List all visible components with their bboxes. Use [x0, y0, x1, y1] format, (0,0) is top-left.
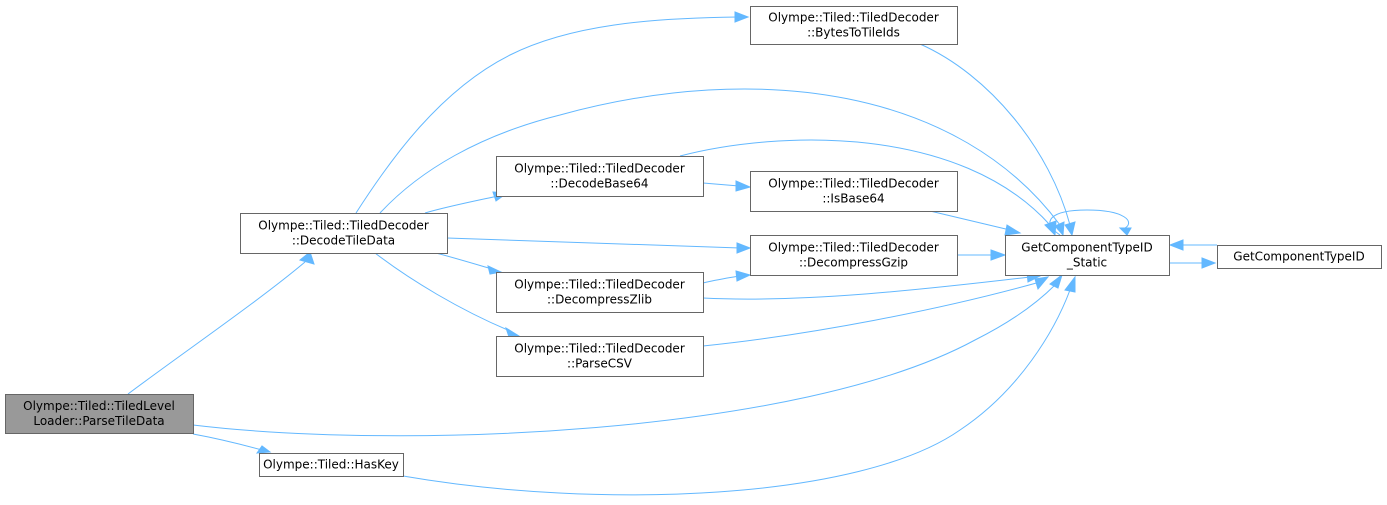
edge-line: [929, 210, 1011, 231]
edge-line: [679, 139, 1051, 226]
arrowhead-icon: [1064, 275, 1076, 293]
node-gc[interactable]: GetComponentTypeID: [1217, 245, 1382, 269]
edge-decodeTile-to-b64: [424, 191, 509, 214]
edge-line: [702, 275, 740, 284]
node-label: ::DecodeTileData: [292, 234, 395, 248]
node-box[interactable]: [240, 213, 448, 254]
arrowhead-icon: [255, 445, 272, 454]
arrowhead-icon: [1201, 257, 1217, 269]
node-parse[interactable]: Olympe::Tiled::TiledLevelLoader::ParseTi…: [5, 394, 194, 434]
node-label: Olympe::Tiled::TiledDecoder: [768, 11, 939, 25]
node-label: GetComponentTypeID: [1021, 241, 1152, 255]
node-decodeTile[interactable]: Olympe::Tiled::TiledDecoder::DecodeTileD…: [240, 213, 448, 254]
edge-line: [446, 237, 741, 249]
node-label: Olympe::Tiled::TiledLevel: [23, 399, 175, 413]
edge-line: [435, 252, 493, 270]
edge-parse-to-gcs: [192, 273, 1063, 437]
edge-b64-to-isb64: [702, 180, 752, 192]
node-label: ::IsBase64: [822, 192, 884, 206]
node-csv[interactable]: Olympe::Tiled::TiledDecoder::ParseCSV: [496, 336, 704, 377]
arrowhead-icon: [1049, 273, 1063, 289]
edge-line: [919, 43, 1071, 226]
node-label: Olympe::Tiled::TiledDecoder: [258, 219, 429, 233]
arrowhead-icon: [1004, 224, 1022, 236]
arrowhead-icon: [505, 326, 521, 338]
edge-zlib-to-gzip: [702, 270, 752, 284]
edge-gcs-to-gcs: [1049, 209, 1132, 236]
node-box[interactable]: [496, 272, 704, 313]
edge-line: [379, 88, 1061, 226]
arrowhead-icon: [1118, 227, 1132, 236]
node-label: ::ParseCSV: [567, 357, 633, 371]
node-gcs[interactable]: GetComponentTypeID_Static: [1005, 235, 1170, 276]
edge-line: [424, 195, 499, 214]
edge-decodeTile-to-bytes: [355, 11, 750, 214]
edge-isb64-to-gcs: [929, 210, 1022, 236]
arrowhead-icon: [735, 180, 752, 192]
arrowhead-icon: [1054, 221, 1065, 237]
edge-decodeTile-to-gcs: [379, 88, 1065, 237]
node-label: Olympe::Tiled::TiledDecoder: [514, 162, 685, 176]
edge-b64-to-gcs: [679, 139, 1057, 237]
edge-hasKey-to-gcs: [402, 275, 1076, 496]
arrowhead-icon: [1064, 221, 1076, 237]
edge-gcs-to-gc: [1169, 257, 1217, 269]
node-box[interactable]: [1005, 235, 1170, 276]
edge-gzip-to-gcs: [957, 249, 1007, 261]
edge-line: [127, 261, 306, 395]
node-box[interactable]: [496, 156, 704, 197]
arrowhead-icon: [1168, 239, 1184, 251]
edge-decodeTile-to-gzip: [446, 237, 752, 254]
node-label: _Static: [1066, 256, 1107, 270]
edge-line: [192, 433, 263, 451]
edge-line: [355, 16, 739, 214]
node-label: ::DecompressGzip: [799, 256, 908, 270]
node-label: Loader::ParseTileData: [33, 414, 164, 428]
arrowhead-icon: [736, 242, 752, 254]
edge-parse-to-decodeTile: [127, 251, 315, 395]
edge-gc-to-gcs: [1168, 239, 1217, 251]
edge-line: [402, 289, 1071, 496]
edge-parse-to-hasKey: [192, 433, 272, 454]
node-label: Olympe::Tiled::TiledDecoder: [768, 177, 939, 191]
arrowhead-icon: [1044, 220, 1057, 237]
node-box[interactable]: [750, 235, 958, 276]
node-b64[interactable]: Olympe::Tiled::TiledDecoder::DecodeBase6…: [496, 156, 704, 197]
edge-line: [702, 276, 1031, 300]
node-zlib[interactable]: Olympe::Tiled::TiledDecoder::DecompressZ…: [496, 272, 704, 313]
arrowhead-icon: [735, 270, 752, 282]
node-label: GetComponentTypeID: [1233, 250, 1364, 264]
node-label: ::BytesToTileIds: [807, 26, 900, 40]
edge-bytes-to-gcs: [919, 43, 1076, 237]
node-box[interactable]: [750, 6, 958, 45]
edge-decodeTile-to-zlib: [435, 252, 503, 275]
node-label: ::DecodeBase64: [550, 177, 648, 191]
node-label: Olympe::Tiled::TiledDecoder: [514, 278, 685, 292]
node-box[interactable]: [496, 336, 704, 377]
node-hasKey[interactable]: Olympe::Tiled::HasKey: [259, 453, 404, 477]
node-box[interactable]: [750, 171, 958, 212]
edge-decodeTile-to-csv: [374, 252, 521, 338]
edge-csv-to-gcs: [702, 276, 1050, 347]
edge-line: [192, 284, 1056, 437]
node-bytes[interactable]: Olympe::Tiled::TiledDecoder::BytesToTile…: [750, 6, 958, 45]
arrowhead-icon: [298, 251, 315, 265]
node-box[interactable]: [5, 394, 194, 434]
arrowhead-icon: [990, 249, 1007, 261]
arrowhead-icon: [734, 11, 750, 23]
node-label: ::DecompressZlib: [547, 293, 652, 307]
arrowhead-icon: [1034, 276, 1050, 291]
node-box[interactable]: [1217, 245, 1382, 269]
edge-line: [702, 281, 1041, 347]
node-label: Olympe::Tiled::HasKey: [263, 458, 399, 472]
edge-line: [702, 182, 740, 187]
node-isb64[interactable]: Olympe::Tiled::TiledDecoder::IsBase64: [750, 171, 958, 212]
edge-line: [1049, 209, 1130, 236]
node-label: Olympe::Tiled::TiledDecoder: [514, 342, 685, 356]
node-label: Olympe::Tiled::TiledDecoder: [768, 241, 939, 255]
edge-line: [374, 252, 511, 332]
node-box[interactable]: [259, 453, 404, 477]
node-gzip[interactable]: Olympe::Tiled::TiledDecoder::DecompressG…: [750, 235, 958, 276]
